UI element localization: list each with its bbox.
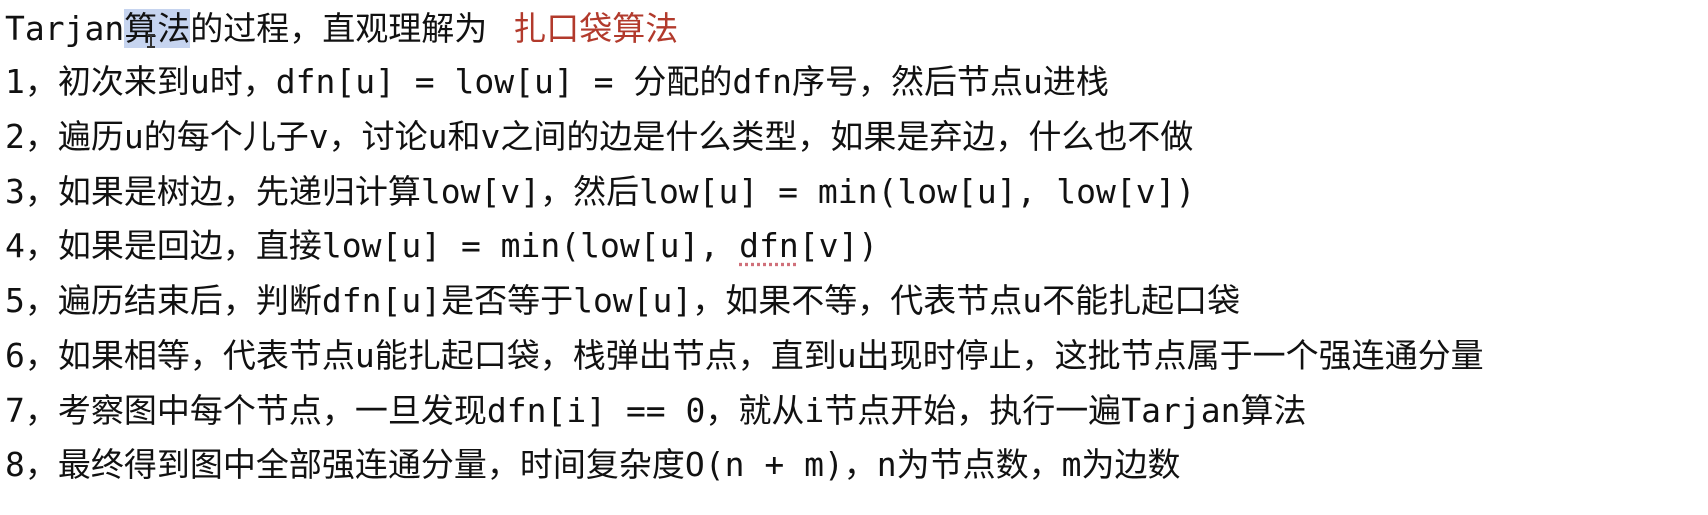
step-4-after: [v]) [798, 226, 879, 265]
spellcheck-underlined-dfn: dfn [739, 226, 799, 265]
title-line[interactable]: Tarjan算法的过程，直观理解为扎口袋算法 [5, 8, 678, 50]
step-4-before: 4，如果是回边，直接low[u] = min(low[u], [5, 226, 740, 265]
step-line-3: 3，如果是树边，先递归计算low[v]，然后low[u] = min(low[u… [5, 172, 1196, 211]
title-prefix: Tarjan [5, 9, 125, 48]
step-line-1: 1，初次来到u时，dfn[u] = low[u] = 分配的dfn序号，然后节点… [5, 62, 1109, 101]
step-line-5: 5，遍历结束后，判断dfn[u]是否等于low[u]，如果不等，代表节点u不能扎… [5, 281, 1241, 320]
step-line-7: 7，考察图中每个节点，一旦发现dfn[i] == 0，就从i节点开始，执行一遍T… [5, 391, 1307, 430]
step-line-6: 6，如果相等，代表节点u能扎起口袋，栈弹出节点，直到u出现时停止，这批节点属于一… [5, 336, 1484, 375]
title-highlight: 扎口袋算法 [513, 9, 679, 48]
step-line-2: 2，遍历u的每个儿子v，讨论u和v之间的边是什么类型，如果是弃边，什么也不做 [5, 117, 1194, 156]
step-line-4: 4，如果是回边，直接low[u] = min(low[u], dfn[v]) [5, 225, 878, 267]
step-line-8: 8，最终得到图中全部强连通分量，时间复杂度O(n + m)，n为节点数，m为边数 [5, 445, 1181, 484]
selected-text[interactable]: 算法 [124, 9, 191, 48]
title-middle: 的过程，直观理解为 [190, 9, 488, 48]
text-cursor-icon [147, 34, 155, 48]
